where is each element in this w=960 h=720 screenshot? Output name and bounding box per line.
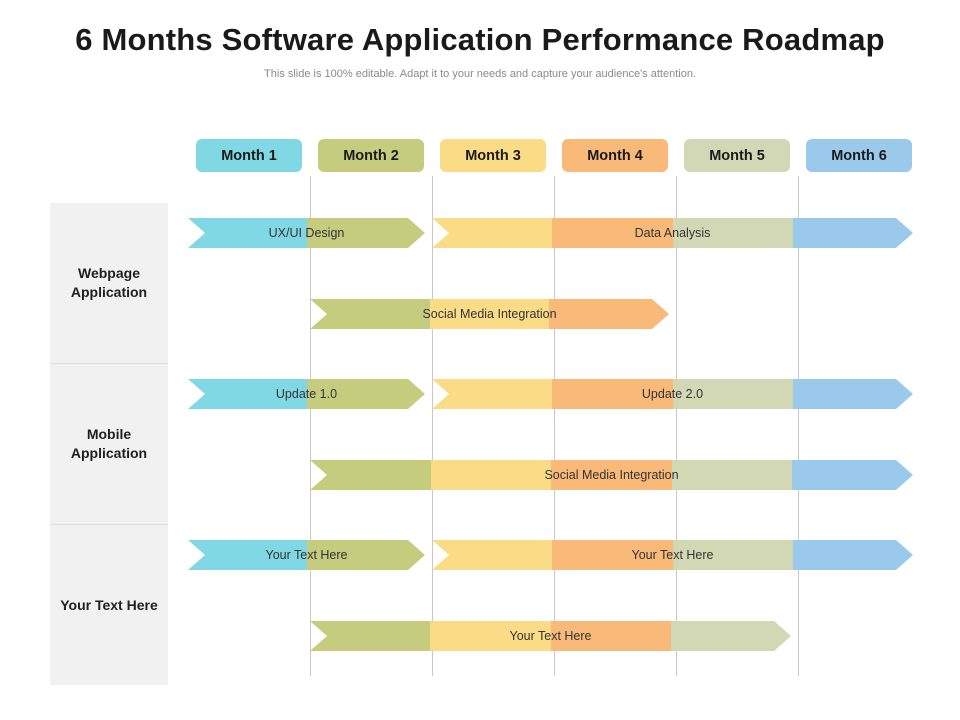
bar-segment [671, 621, 791, 651]
row-separator [50, 524, 168, 525]
bar-segment [307, 540, 426, 570]
month-pill-1[interactable]: Month 1 [196, 139, 302, 172]
bar-segment [673, 379, 793, 409]
page-subtitle: This slide is 100% editable. Adapt it to… [264, 68, 696, 80]
bar-segment [672, 460, 793, 490]
bar-segment [432, 540, 552, 570]
bar-segment [188, 379, 307, 409]
roadmap-bar[interactable]: Data Analysis [432, 218, 913, 248]
bar-segment [307, 218, 426, 248]
roadmap-bar[interactable]: Your Text Here [432, 540, 913, 570]
page-title: 6 Months Software Application Performanc… [75, 22, 885, 57]
row-label-2: Mobile Application [50, 364, 168, 524]
bar-segment [310, 299, 430, 329]
bar-segment [430, 299, 550, 329]
bar-segment [552, 379, 672, 409]
gridline-month-4 [554, 176, 555, 676]
month-pill-3[interactable]: Month 3 [440, 139, 546, 172]
gridline-month-5 [676, 176, 677, 676]
bar-segment [188, 218, 307, 248]
row-separator [50, 363, 168, 364]
bar-segment [551, 621, 671, 651]
roadmap-bar[interactable]: Your Text Here [188, 540, 425, 570]
bar-segment [792, 460, 913, 490]
roadmap-bar[interactable]: Your Text Here [310, 621, 791, 651]
row-label-3: Your Text Here [50, 525, 168, 685]
bar-segment [793, 540, 913, 570]
bar-segment [673, 218, 793, 248]
bar-segment [549, 299, 669, 329]
roadmap-bar[interactable]: Social Media Integration [310, 460, 913, 490]
gridline-month-6 [798, 176, 799, 676]
bar-segment [552, 540, 672, 570]
bar-segment [432, 379, 552, 409]
bar-segment [552, 218, 672, 248]
month-pill-5[interactable]: Month 5 [684, 139, 790, 172]
roadmap-bar[interactable]: Update 1.0 [188, 379, 425, 409]
gridline-month-3 [432, 176, 433, 676]
bar-segment [551, 460, 672, 490]
month-pill-6[interactable]: Month 6 [806, 139, 912, 172]
month-pill-4[interactable]: Month 4 [562, 139, 668, 172]
roadmap-bar[interactable]: Update 2.0 [432, 379, 913, 409]
bar-segment [673, 540, 793, 570]
roadmap-bar[interactable]: UX/UI Design [188, 218, 425, 248]
roadmap-bar[interactable]: Social Media Integration [310, 299, 669, 329]
bar-segment [307, 379, 426, 409]
bar-segment [188, 540, 307, 570]
bar-segment [793, 218, 913, 248]
row-label-1: Webpage Application [50, 203, 168, 363]
gridline-month-2 [310, 176, 311, 676]
month-pill-2[interactable]: Month 2 [318, 139, 424, 172]
bar-segment [793, 379, 913, 409]
bar-segment [310, 460, 431, 490]
bar-segment [432, 218, 552, 248]
bar-segment [431, 460, 552, 490]
bar-segment [310, 621, 430, 651]
bar-segment [430, 621, 550, 651]
